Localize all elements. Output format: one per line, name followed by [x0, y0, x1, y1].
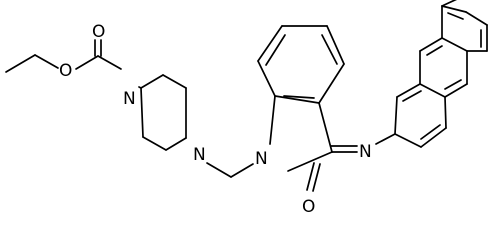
atom-label-n-imine: N [359, 142, 372, 162]
bond-lines [5, 0, 488, 192]
atom-label-n-piperazine-4: N [193, 145, 206, 165]
atom-labels: O O N N N O N [59, 22, 372, 217]
atom-label-o-carbonyl-ester: O [92, 22, 105, 42]
structure-canvas: O O N N N O N [5, 0, 488, 217]
atom-label-o-lactam: O [302, 197, 315, 217]
atom-label-o-ether: O [59, 61, 72, 81]
atom-label-n-indole: N [255, 149, 268, 169]
chemical-structure-drawing: O O N N N O N [5, 0, 488, 217]
atom-label-n-piperazine-1: N [123, 89, 136, 109]
